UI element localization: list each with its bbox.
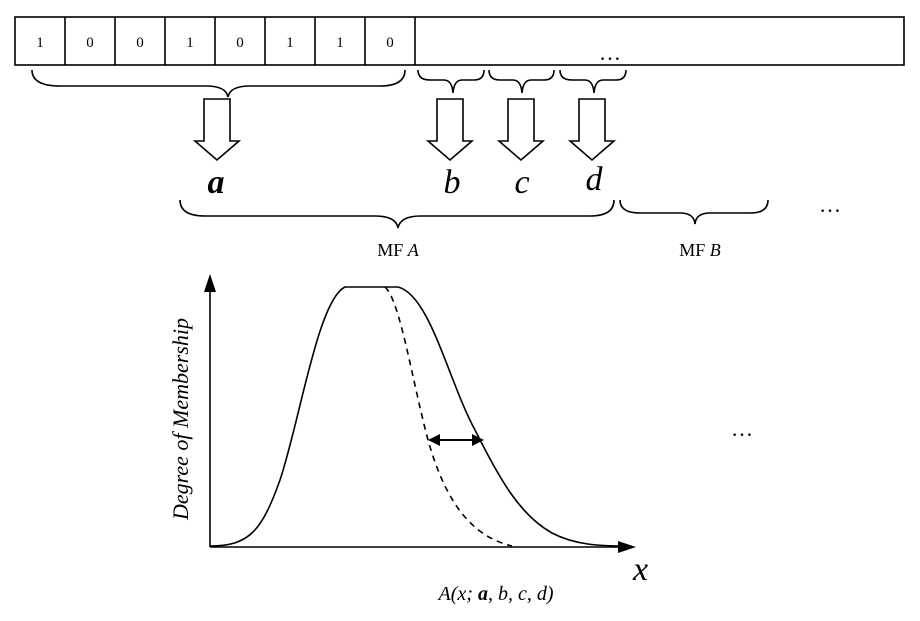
- param-b-label: b: [444, 164, 461, 201]
- shift-arrowhead-right: [472, 434, 484, 446]
- parameter-labels: a b c d …: [208, 161, 842, 217]
- brace-a: [31, 69, 406, 98]
- membership-curve-solid: [209, 286, 626, 547]
- plot-ellipsis: …: [731, 416, 753, 441]
- shift-arrowhead-left: [428, 434, 440, 446]
- arrow-d: [567, 98, 617, 162]
- bit-cell-value: 1: [36, 35, 44, 51]
- arrow-b: [425, 98, 475, 162]
- brace-c: [488, 69, 555, 94]
- bit-cell-value: 0: [386, 35, 394, 51]
- param-c-label: c: [514, 164, 529, 201]
- membership-plot: Degree of Membership x A(x; a, b, c, d) …: [168, 274, 753, 605]
- mf-b-label: MF B: [679, 240, 721, 260]
- arrow-c: [496, 98, 546, 162]
- function-label: A(x; a, b, c, d): [437, 583, 554, 605]
- param-a-label: a: [208, 164, 225, 201]
- mf-braces: [179, 199, 769, 229]
- decode-arrows: [192, 98, 617, 162]
- bit-cell-value: 1: [336, 35, 344, 51]
- chromosome-outline: [14, 16, 905, 66]
- x-axis-arrowhead: [618, 541, 636, 553]
- mf-a-label: MF A: [377, 240, 420, 260]
- x-axis-label: x: [632, 551, 648, 588]
- bit-cell-value: 0: [86, 35, 94, 51]
- parameter-ellipsis: …: [819, 192, 841, 217]
- param-d-label: d: [586, 161, 604, 198]
- bit-cells: 1 0 0 1 0 1 1 0: [36, 17, 416, 65]
- y-axis-arrowhead: [204, 274, 216, 292]
- y-axis-label: Degree of Membership: [168, 318, 193, 521]
- bit-cell-value: 1: [186, 35, 194, 51]
- membership-curve-shifted: [384, 286, 513, 547]
- brace-mf-a: [179, 199, 615, 229]
- brace-d: [559, 69, 627, 94]
- brace-mf-b: [619, 199, 769, 225]
- brace-b: [417, 69, 485, 94]
- chromosome-bar: 1 0 0 1 0 1 1 0 …: [14, 16, 905, 66]
- arrow-a: [192, 98, 242, 162]
- chromosome-ellipsis: …: [599, 40, 621, 65]
- bit-cell-value: 0: [236, 35, 244, 51]
- gene-braces: [31, 69, 627, 98]
- bit-cell-value: 0: [136, 35, 144, 51]
- bit-cell-value: 1: [286, 35, 294, 51]
